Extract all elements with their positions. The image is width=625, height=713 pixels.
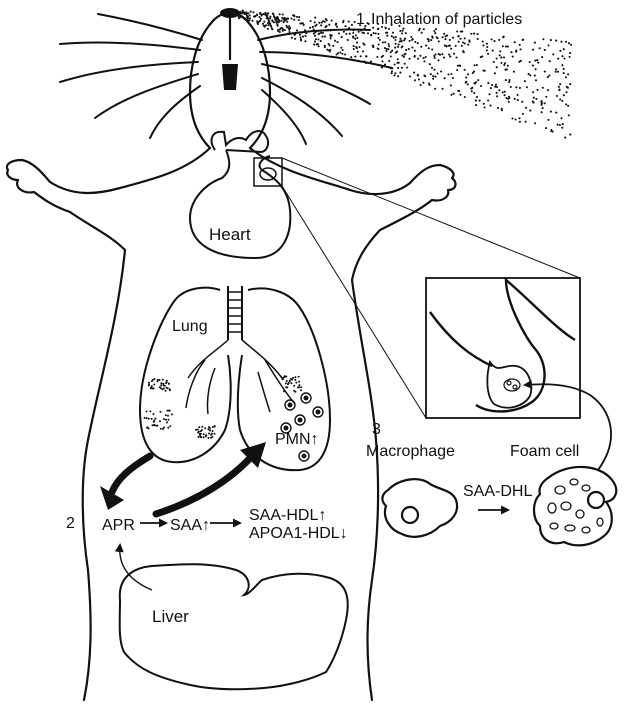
artery-zoom-box — [425, 277, 581, 419]
whiskers — [59, 13, 393, 145]
saa-label: SAA↑ — [170, 517, 210, 534]
foam-cell-to-artery-arrow — [523, 379, 612, 471]
zoom-line-bottom — [281, 185, 427, 419]
foam-cell-vacuoles — [547, 478, 604, 534]
saa-dhl-label: SAA-DHL — [463, 483, 532, 500]
foam-cell-in-artery — [503, 378, 521, 392]
foam-cell — [532, 465, 618, 547]
liver-label: Liver — [152, 607, 189, 626]
apoa1-hdl-label: APOA1-HDL↓ — [249, 525, 348, 542]
liver-to-apr-arrow — [114, 543, 153, 591]
apr-label: APR — [102, 517, 135, 534]
aorta-section-small — [259, 167, 277, 181]
saa-hdl-label: SAA-HDL↑ — [249, 507, 326, 524]
macrophage-cell — [381, 478, 459, 538]
rat-face — [220, 8, 240, 90]
lung-apr-arrows — [100, 442, 266, 518]
liver-organ — [118, 563, 349, 691]
lung-label: Lung — [172, 318, 208, 335]
lungs-organ — [138, 286, 332, 472]
particle-plume — [236, 9, 573, 139]
pmn-cells — [280, 392, 324, 462]
aorta-zoom-box — [253, 157, 283, 187]
lung-particles — [143, 375, 303, 439]
pmn-label: PMN↑ — [275, 431, 319, 448]
step1-label: Inhalation of particles — [371, 11, 522, 28]
heart-label: Heart — [209, 225, 251, 244]
foam-cell-label: Foam cell — [510, 443, 579, 460]
step2-number: 2 — [66, 515, 75, 532]
step3-number: 3 — [372, 421, 381, 438]
zoom-line-top — [281, 157, 581, 279]
macrophage-label: Macrophage — [366, 443, 455, 460]
step1-number: 1 — [356, 11, 365, 28]
artery-cross-section — [429, 277, 576, 413]
